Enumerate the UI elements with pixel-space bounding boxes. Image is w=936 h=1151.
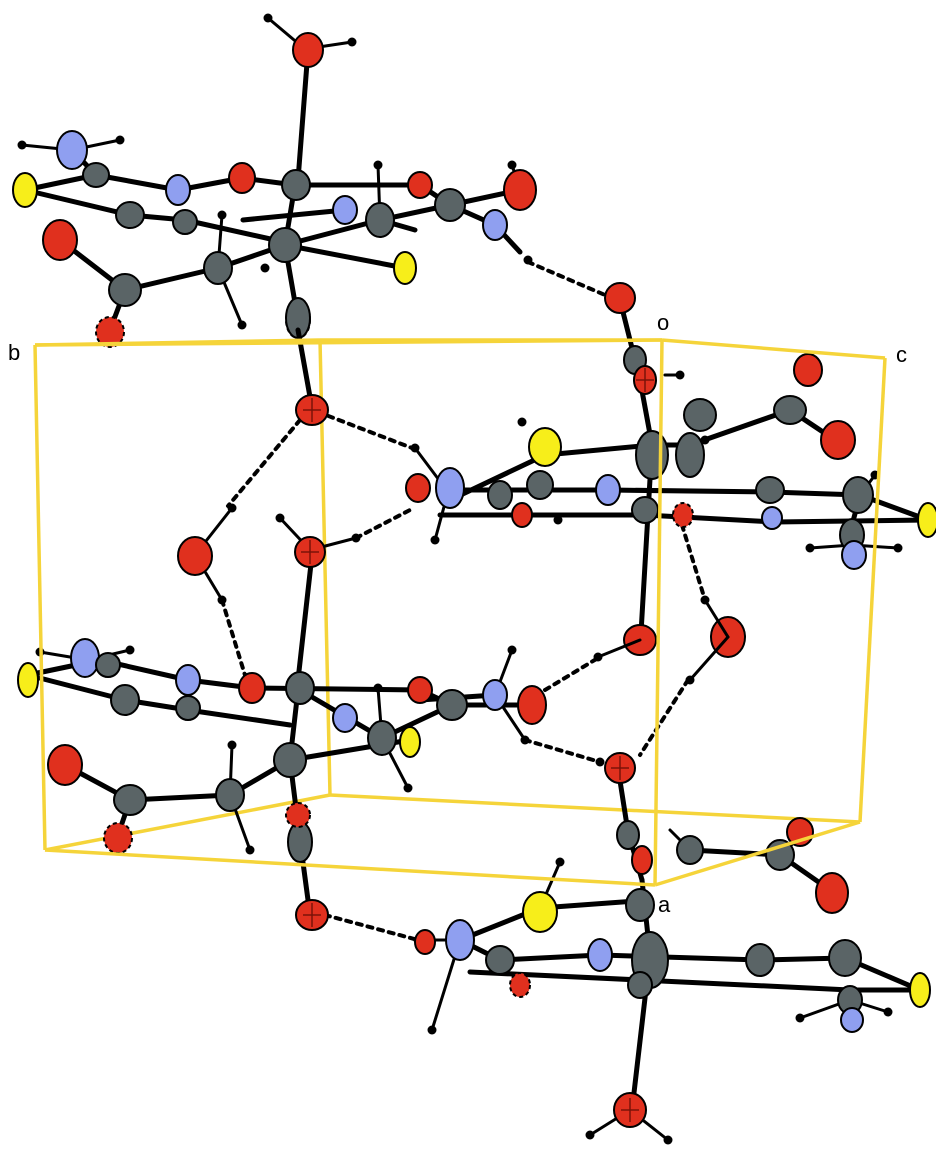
molecule-middle-right: [405, 282, 936, 653]
molecule-lower-right: [413, 752, 931, 1145]
molecule-top: [12, 13, 537, 348]
cell-edge: [44, 793, 331, 852]
cell-edge: [329, 793, 861, 824]
cell-origin-label: o: [657, 310, 669, 335]
cell-axis-a-label: a: [658, 892, 671, 917]
cell-axis-b-label: b: [8, 340, 20, 365]
molecule-lower-left: [17, 638, 547, 931]
hydrogen-bonds-upper: [220, 260, 707, 942]
cell-axis-c-label: c: [896, 342, 907, 367]
water-molecules-middle: [177, 327, 746, 685]
unit-cell-front: [33, 338, 887, 887]
unit-cell: [44, 338, 861, 852]
